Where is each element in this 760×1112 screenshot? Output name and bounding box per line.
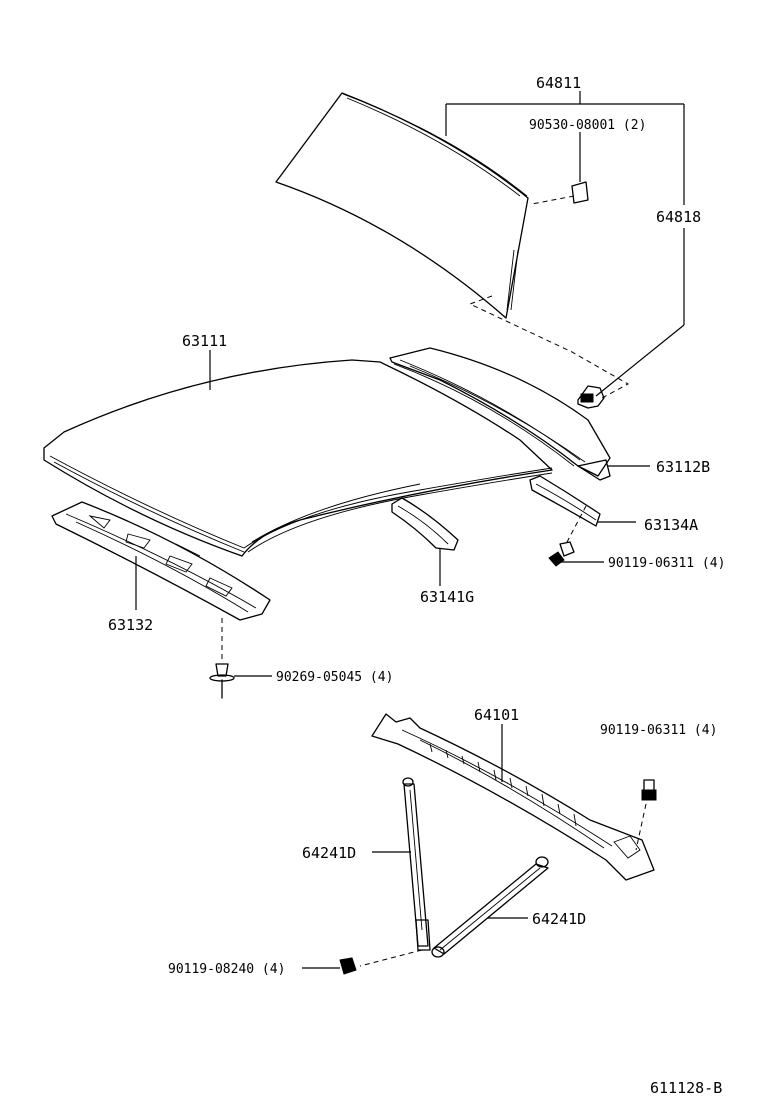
label-package-tray: 64101 bbox=[474, 706, 519, 724]
roof-rail-rear bbox=[529, 475, 636, 545]
label-rear-window-clip: 90530-08001 (2) bbox=[529, 118, 646, 133]
roof-panel bbox=[43, 350, 553, 557]
label-package-bolt: 90119-06311 (4) bbox=[600, 723, 717, 738]
package-tray bbox=[371, 713, 655, 881]
label-roof-rail-rear: 63134A bbox=[644, 516, 698, 534]
label-rear-window: 64811 bbox=[536, 74, 581, 92]
label-stay-bolt: 90119-08240 (4) bbox=[168, 962, 285, 977]
roof-bow bbox=[391, 497, 459, 586]
rear-window-clip bbox=[571, 181, 589, 204]
rear-window-bracket bbox=[577, 385, 605, 409]
label-rivet: 90269-05045 (4) bbox=[276, 670, 393, 685]
package-bolt bbox=[641, 779, 657, 801]
label-roof-header: 63132 bbox=[108, 616, 153, 634]
label-stay-right: 64241D bbox=[532, 910, 586, 928]
stay-left bbox=[372, 777, 431, 951]
rear-window-glass bbox=[275, 92, 529, 319]
label-roof-bow: 63141G bbox=[420, 588, 474, 606]
diagram-code: 611128-B bbox=[650, 1079, 722, 1097]
rear-window-leaders bbox=[445, 91, 685, 399]
roof-panel-rear bbox=[389, 347, 650, 481]
label-roof-panel-rear: 63112B bbox=[656, 458, 710, 476]
roof-bolt-upper bbox=[548, 541, 604, 567]
label-roof-panel: 63111 bbox=[182, 332, 227, 350]
stay-bolt bbox=[302, 949, 423, 975]
label-stay-left: 64241D bbox=[302, 844, 356, 862]
stay-right bbox=[431, 856, 549, 958]
label-rear-window-bracket: 64818 bbox=[656, 208, 701, 226]
roof-header bbox=[51, 501, 271, 660]
label-roof-bolt-upper: 90119-06311 (4) bbox=[608, 556, 725, 571]
rivet bbox=[209, 663, 272, 699]
